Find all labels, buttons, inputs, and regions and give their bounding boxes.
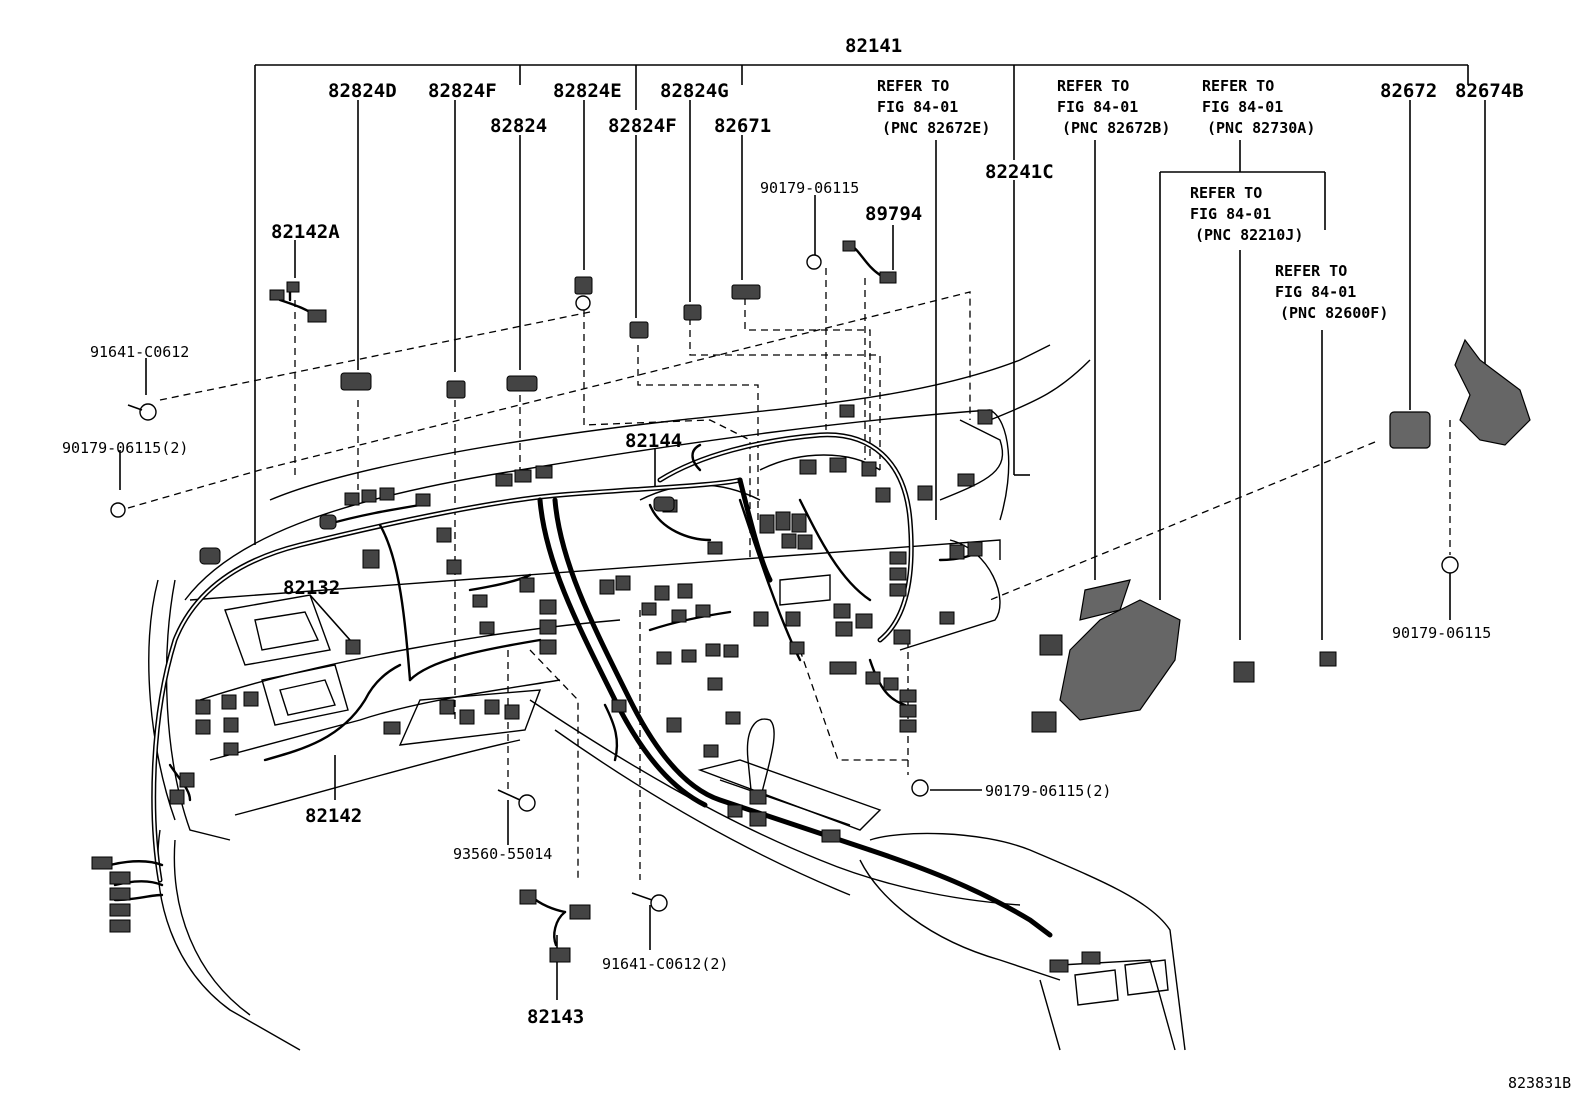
label-90179-06115-2-left: 90179-06115(2) xyxy=(62,439,188,457)
label-82824G: 82824G xyxy=(660,80,729,102)
main-harness-bracket xyxy=(254,64,1469,545)
svg-text:REFER TO: REFER TO xyxy=(1057,77,1129,95)
label-82824: 82824 xyxy=(490,115,547,137)
label-93560-55014: 93560-55014 xyxy=(453,845,552,863)
svg-text:(PNC 82672B): (PNC 82672B) xyxy=(1062,119,1170,137)
label-82671: 82671 xyxy=(714,115,771,137)
svg-text:REFER TO: REFER TO xyxy=(1275,262,1347,280)
svg-text:REFER TO: REFER TO xyxy=(1202,77,1274,95)
label-82824E: 82824E xyxy=(553,80,622,102)
svg-text:FIG 84-01: FIG 84-01 xyxy=(1202,98,1283,116)
connectors xyxy=(91,240,1531,973)
label-82824F-a: 82824F xyxy=(428,80,497,102)
label-90179-06115-top: 90179-06115 xyxy=(760,179,859,197)
svg-text:(PNC 82600F): (PNC 82600F) xyxy=(1280,304,1388,322)
label-82674B: 82674B xyxy=(1455,80,1524,102)
label-82141: 82141 xyxy=(845,35,902,57)
svg-text:(PNC 82210J): (PNC 82210J) xyxy=(1195,226,1303,244)
label-91641-C0612-2: 91641-C0612(2) xyxy=(602,955,728,973)
label-82142: 82142 xyxy=(305,805,362,827)
label-82241C: 82241C xyxy=(985,161,1054,183)
svg-text:(PNC 82672E): (PNC 82672E) xyxy=(882,119,990,137)
label-82142A: 82142A xyxy=(271,221,340,243)
reference-notes: REFER TO FIG 84-01 (PNC 82672E) REFER TO… xyxy=(877,77,1388,322)
fasteners xyxy=(110,254,1459,912)
label-82824D: 82824D xyxy=(328,80,397,102)
dashed-guide-lines xyxy=(127,268,1451,880)
svg-text:FIG 84-01: FIG 84-01 xyxy=(1275,283,1356,301)
label-82824F-b: 82824F xyxy=(608,115,677,137)
reference-82672E: REFER TO FIG 84-01 (PNC 82672E) xyxy=(877,77,990,137)
dashboard-outline xyxy=(148,344,1186,1051)
svg-text:FIG 84-01: FIG 84-01 xyxy=(1057,98,1138,116)
figure-id: 823831B xyxy=(1508,1074,1571,1092)
reference-82600F: REFER TO FIG 84-01 (PNC 82600F) xyxy=(1275,262,1388,322)
label-82132: 82132 xyxy=(283,577,340,599)
svg-text:FIG 84-01: FIG 84-01 xyxy=(1190,205,1271,223)
label-82144: 82144 xyxy=(625,430,682,452)
label-90179-06115-right: 90179-06115 xyxy=(1392,624,1491,642)
part-labels: 82141 82824D 82824F 82824 82824E 82824F … xyxy=(62,35,1524,1028)
svg-text:(PNC 82730A): (PNC 82730A) xyxy=(1207,119,1315,137)
svg-text:FIG 84-01: FIG 84-01 xyxy=(877,98,958,116)
label-82672: 82672 xyxy=(1380,80,1437,102)
harness-trunk xyxy=(151,432,1053,938)
reference-82730A: REFER TO FIG 84-01 (PNC 82730A) xyxy=(1202,77,1315,137)
label-90179-06115-2-center: 90179-06115(2) xyxy=(985,782,1111,800)
label-82143: 82143 xyxy=(527,1006,584,1028)
reference-82672B: REFER TO FIG 84-01 (PNC 82672B) xyxy=(1057,77,1170,137)
reference-82210J: REFER TO FIG 84-01 (PNC 82210J) xyxy=(1190,184,1303,244)
label-89794: 89794 xyxy=(865,203,922,225)
label-91641-C0612: 91641-C0612 xyxy=(90,343,189,361)
branch-wires xyxy=(108,243,982,947)
svg-text:REFER TO: REFER TO xyxy=(1190,184,1262,202)
leader-lines xyxy=(119,100,1486,1000)
svg-text:REFER TO: REFER TO xyxy=(877,77,949,95)
